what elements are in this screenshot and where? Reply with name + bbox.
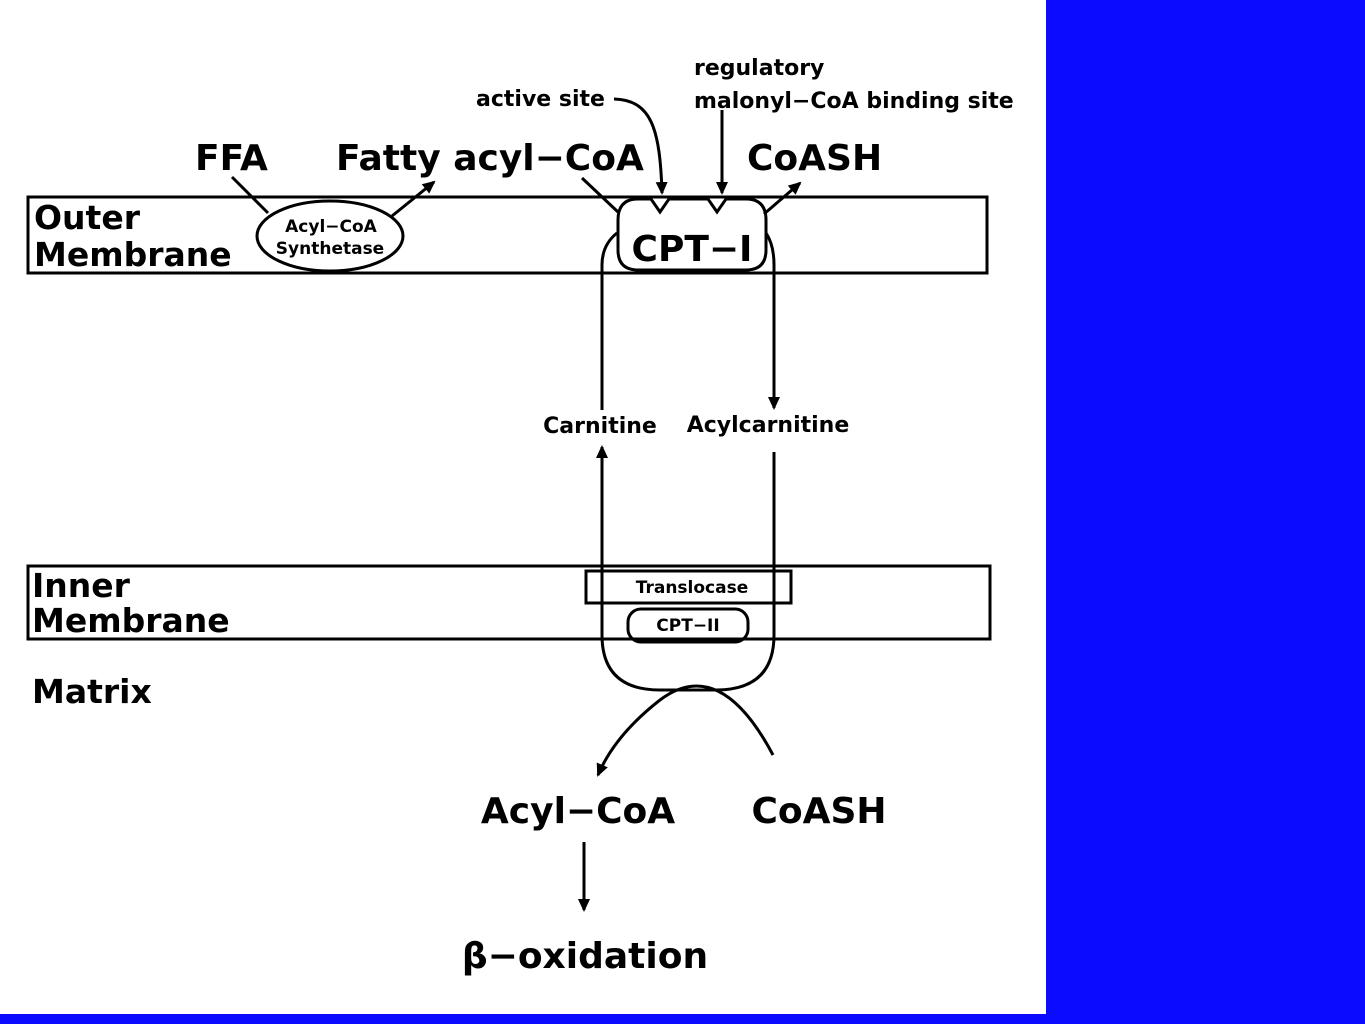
inner-membrane-box xyxy=(26,564,992,641)
fatty-acyl-coa-label: Fatty acyl−CoA xyxy=(336,138,644,179)
beta-oxidation-label: β−oxidation xyxy=(462,936,708,977)
outer-membrane-box xyxy=(26,195,989,275)
active-site-label: active site xyxy=(476,87,605,112)
carnitine-label: Carnitine xyxy=(543,414,657,439)
matrix-reaction-arc xyxy=(596,684,775,777)
acylcarnitine-upper-arrow xyxy=(764,232,780,410)
inner-membrane-label-line2: Membrane xyxy=(32,601,230,640)
coash-top-label: CoASH xyxy=(747,138,882,179)
diagram-paper: Outer Membrane Acyl−CoA Synthetase FFA F… xyxy=(0,0,1046,1014)
cpt1-to-coash-arrow xyxy=(763,181,802,216)
shuttle-loop xyxy=(600,575,776,692)
matrix-label: Matrix xyxy=(32,672,152,711)
fatty-acyl-coa-to-cpt1-line xyxy=(580,176,620,214)
outer-membrane-label-line1: Outer xyxy=(34,198,141,237)
acyl-coa-synthetase-label-line1: Acyl−CoA xyxy=(285,217,378,237)
synthetase-to-fatty-acyl-coa-arrow xyxy=(391,180,436,218)
active-site-arrow xyxy=(613,97,668,195)
outer-membrane-label-line2: Membrane xyxy=(34,235,232,274)
regulatory-label-line1: regulatory xyxy=(694,56,824,81)
translocase-box xyxy=(584,569,793,605)
acylcarnitine-label: Acylcarnitine xyxy=(687,413,850,438)
acyl-coa-synthetase-enzyme xyxy=(255,199,405,273)
acyl-coa-synthetase-label-line2: Synthetase xyxy=(276,239,384,259)
cpt2-enzyme xyxy=(626,607,750,644)
cpt1-enzyme xyxy=(616,197,768,272)
coash-bottom-label: CoASH xyxy=(751,791,886,832)
carnitine-shuttle-diagram: Outer Membrane Acyl−CoA Synthetase FFA F… xyxy=(26,56,1014,977)
slide-bottom-band xyxy=(0,1014,1365,1024)
ffa-label: FFA xyxy=(195,138,268,179)
cpt1-label: CPT−I xyxy=(632,229,753,270)
cpt2-label: CPT−II xyxy=(656,616,719,636)
regulatory-label-line2: malonyl−CoA binding site xyxy=(694,89,1014,114)
carnitine-upper-path xyxy=(600,231,618,410)
inner-membrane-label-line1: Inner xyxy=(32,566,131,605)
ffa-to-synthetase-line xyxy=(230,175,270,215)
acyl-coa-bottom-label: Acyl−CoA xyxy=(481,791,675,832)
translocase-label: Translocase xyxy=(636,578,749,598)
